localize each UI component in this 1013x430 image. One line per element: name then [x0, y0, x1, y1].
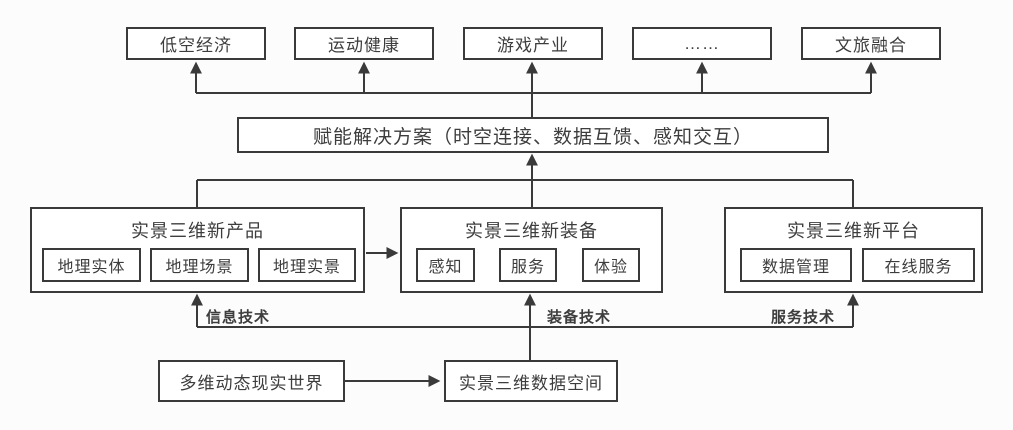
group-realscene-new-platform: 实景三维新平台 数据管理 在线服务 [724, 207, 983, 293]
node-multidim-dynamic-real-world: 多维动态现实世界 [158, 360, 345, 402]
node-online-service: 在线服务 [862, 248, 975, 282]
group-title: 实景三维新平台 [787, 221, 920, 241]
node-perception: 感知 [416, 248, 475, 282]
node-geo-entity: 地理实体 [42, 248, 141, 282]
node-ellipsis: …… [632, 27, 772, 60]
node-geo-scene: 地理场景 [150, 248, 249, 282]
node-gaming-industry: 游戏产业 [463, 27, 603, 60]
group-title: 实景三维新产品 [131, 221, 264, 241]
label-service-technology: 服务技术 [771, 309, 836, 326]
group-title: 实景三维新装备 [465, 221, 598, 241]
node-service: 服务 [499, 248, 557, 282]
node-experience: 体验 [582, 248, 640, 282]
group-realscene-new-products: 实景三维新产品 地理实体 地理场景 地理实景 [30, 207, 365, 293]
node-data-management: 数据管理 [740, 248, 852, 282]
node-culture-tourism-integration: 文旅融合 [801, 27, 941, 60]
node-geo-realscene: 地理实景 [258, 248, 356, 282]
label-information-technology: 信息技术 [206, 309, 271, 326]
node-sports-health: 运动健康 [294, 27, 434, 60]
label-equipment-technology: 装备技术 [547, 309, 612, 326]
node-low-altitude-economy: 低空经济 [126, 27, 266, 60]
node-realscene-3d-data-space: 实景三维数据空间 [444, 360, 618, 402]
node-enabling-solution: 赋能解决方案（时空连接、数据互馈、感知交互） [237, 117, 829, 153]
group-realscene-new-equipment: 实景三维新装备 感知 服务 体验 [400, 207, 663, 293]
